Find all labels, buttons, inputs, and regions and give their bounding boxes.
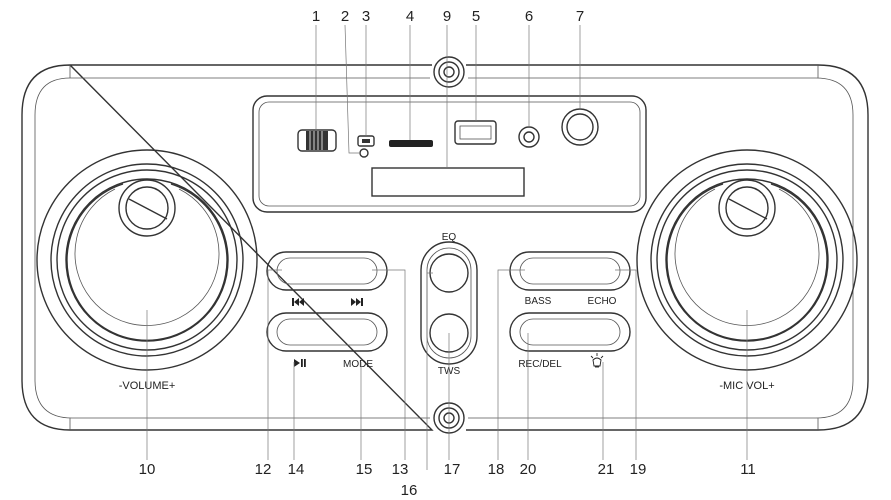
- previous-track-icon: [292, 298, 304, 306]
- callout-21: 21: [598, 461, 615, 478]
- callout-15: 15: [356, 461, 373, 478]
- callout-20: 20: [520, 461, 537, 478]
- play-mode-button[interactable]: [266, 312, 388, 352]
- callout-19: 19: [630, 461, 647, 478]
- micro-usb-port[interactable]: [357, 135, 375, 147]
- callout-9: 9: [443, 8, 451, 25]
- input-panel: [252, 95, 647, 213]
- echo-label: ECHO: [588, 296, 617, 307]
- leader-lines: [146, 24, 748, 470]
- eq-button[interactable]: [429, 253, 469, 293]
- power-switch[interactable]: [297, 129, 337, 152]
- callout-6: 6: [525, 8, 533, 25]
- callout-10: 10: [139, 461, 156, 478]
- usb-port[interactable]: [454, 120, 497, 145]
- callout-14: 14: [288, 461, 305, 478]
- callout-5: 5: [472, 8, 480, 25]
- eq-label: EQ: [442, 232, 457, 243]
- aux-jack[interactable]: [518, 126, 540, 148]
- callout-16: 16: [401, 482, 418, 499]
- microphone-jack[interactable]: [561, 108, 599, 146]
- callout-13: 13: [392, 461, 409, 478]
- callout-11: 11: [740, 461, 756, 478]
- callout-18: 18: [488, 461, 505, 478]
- callout-numbers: 1 2 3 4 9 5 6 7 10 12 14 15 13 16 17 18 …: [139, 8, 756, 499]
- rec-light-button[interactable]: [509, 312, 631, 352]
- callout-1: 1: [312, 8, 320, 25]
- mode-label: MODE: [343, 359, 373, 370]
- callout-7: 7: [576, 8, 584, 25]
- tf-card-slot[interactable]: [389, 140, 433, 147]
- prev-next-button[interactable]: [266, 251, 388, 291]
- display-window: [371, 167, 525, 197]
- rec-del-label: REC/DEL: [518, 359, 562, 370]
- play-pause-icon: [294, 359, 306, 367]
- callout-4: 4: [406, 8, 414, 25]
- light-icon: [590, 353, 604, 368]
- top-screw: [433, 56, 465, 88]
- indicator-led: [359, 148, 369, 158]
- callout-3: 3: [362, 8, 370, 25]
- callout-2: 2: [341, 8, 349, 25]
- next-track-icon: [351, 298, 363, 306]
- bass-echo-button[interactable]: [509, 251, 631, 291]
- callout-12: 12: [255, 461, 272, 478]
- bass-label: BASS: [525, 296, 552, 307]
- callout-17: 17: [444, 461, 461, 478]
- speaker-housing: [21, 64, 869, 431]
